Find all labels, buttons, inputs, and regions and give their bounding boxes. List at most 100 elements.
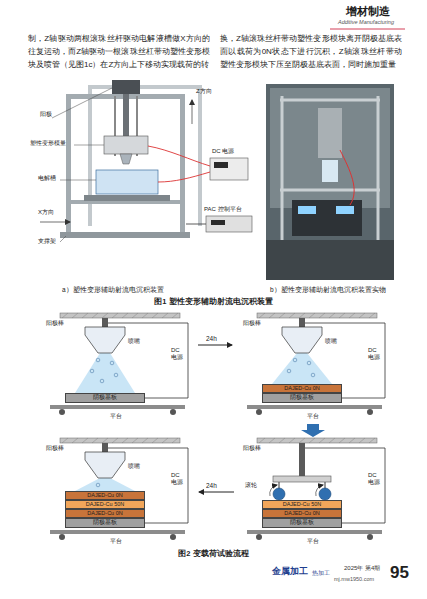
node-text: DAJED-Cu 0N xyxy=(87,511,122,517)
hatch-line xyxy=(259,313,265,318)
subfigure-caption: b）塑性变形辅助射流电沉积装置实物 xyxy=(270,286,386,294)
fixture-beam xyxy=(257,313,377,318)
hatch-line xyxy=(82,313,88,318)
figure-caption: 图1 塑性变形辅助射流电沉积装置 xyxy=(0,297,427,306)
ion-symbol xyxy=(96,483,100,487)
layer-box: DAJED-Cu 50N xyxy=(65,500,145,509)
layer-box: DAJED-Cu 50N xyxy=(262,500,342,509)
hatch-line xyxy=(369,313,375,318)
substrate-box: 阴极基板 xyxy=(65,518,145,528)
control-wire xyxy=(186,224,206,225)
nozzle xyxy=(282,327,322,353)
rotation-arrow xyxy=(270,485,277,496)
hatch-line xyxy=(152,313,158,318)
pac-controller-box xyxy=(206,216,252,232)
platform-wheel xyxy=(256,534,262,540)
ion-symbol xyxy=(114,373,118,377)
leader-line xyxy=(60,236,66,242)
part-label: DC 电源 xyxy=(368,347,383,361)
controller-display xyxy=(211,220,225,225)
photo-background xyxy=(266,84,394,280)
ion-symbol xyxy=(96,358,100,362)
hatch-line xyxy=(289,313,295,318)
hatch-line xyxy=(339,438,345,443)
hatch-line xyxy=(92,438,98,443)
hatch-line xyxy=(172,313,178,318)
platform-wheel xyxy=(367,409,373,415)
hatch-line xyxy=(62,438,68,443)
part-label: 滚轮 xyxy=(245,482,257,489)
electrolyte-jet xyxy=(75,478,135,491)
hatch-line xyxy=(309,313,315,318)
rotation-arrow xyxy=(316,485,323,496)
hatch-line xyxy=(309,438,315,443)
roller-holder xyxy=(273,476,331,482)
hatch-line xyxy=(299,313,305,318)
back-post xyxy=(198,86,202,226)
hatch-line xyxy=(122,438,128,443)
axis-label: Z方向 xyxy=(196,88,212,95)
hatch-line xyxy=(289,438,295,443)
hatch-line xyxy=(369,438,375,443)
photo-screen xyxy=(298,206,316,214)
leader-line xyxy=(60,180,96,181)
z-direction-arrow xyxy=(192,100,193,124)
x-stage xyxy=(84,195,170,201)
axis-label: X方向 xyxy=(38,209,54,216)
hatch-line xyxy=(329,438,335,443)
part-label: 平台 xyxy=(307,538,319,545)
hatch-line xyxy=(112,313,118,318)
flow-arrow xyxy=(199,492,234,493)
leader-line xyxy=(74,145,104,146)
platform-bar xyxy=(50,405,185,409)
part-label: 阳极棒 xyxy=(243,445,261,452)
layer-box: DAJED-Cu 0N xyxy=(262,509,342,518)
photo-screen xyxy=(336,206,354,214)
node-text: DAJED-Cu 0N xyxy=(284,386,319,392)
power-wire xyxy=(148,146,210,166)
nozzle xyxy=(85,452,125,478)
roller xyxy=(273,488,285,500)
substrate-box: 阴极基板 xyxy=(262,518,342,528)
hatch-line xyxy=(279,313,285,318)
part-label: 喷嘴 xyxy=(128,463,140,470)
ion-symbol xyxy=(100,379,104,383)
node-text: DAJED-Cu 0N xyxy=(87,493,122,499)
ion-symbol xyxy=(110,361,114,365)
ion-symbol xyxy=(90,369,94,373)
fixture-beam xyxy=(60,438,180,443)
subfigure-caption: a）塑性变形辅助射流电沉积装置 xyxy=(62,286,164,294)
x-direction-arrow xyxy=(40,222,70,223)
hatch-line xyxy=(299,438,305,443)
part-label: DC 电源 xyxy=(212,148,234,155)
motor-block xyxy=(112,80,140,94)
nozzle-symbol xyxy=(120,154,132,164)
hatch-line xyxy=(172,438,178,443)
hatch-line xyxy=(359,438,365,443)
hatch-line xyxy=(359,313,365,318)
process-stage xyxy=(247,438,385,540)
part-label: 支撑架 xyxy=(38,238,56,245)
platform-bar xyxy=(247,405,382,409)
hatch-line xyxy=(162,438,168,443)
hatch-line xyxy=(142,313,148,318)
part-label: 平台 xyxy=(307,413,319,420)
photo-frame xyxy=(280,189,380,192)
part-label: 喷嘴 xyxy=(325,338,337,345)
photo-device xyxy=(318,108,342,158)
photo-bench xyxy=(266,240,394,280)
platform-wheel xyxy=(256,409,262,415)
photo-cable xyxy=(340,150,354,205)
frame-base xyxy=(60,232,190,238)
electrolyte-jet xyxy=(75,353,135,393)
power-wire xyxy=(158,172,210,182)
platform-bar xyxy=(50,530,185,534)
hatch-line xyxy=(319,438,325,443)
duration-label: 24h xyxy=(206,482,217,490)
part-label: 阳极 xyxy=(40,111,52,118)
hatch-line xyxy=(349,438,355,443)
ion-symbol xyxy=(311,373,315,377)
electrolyte-tank xyxy=(96,170,158,194)
part-label: 喷嘴 xyxy=(128,338,140,345)
